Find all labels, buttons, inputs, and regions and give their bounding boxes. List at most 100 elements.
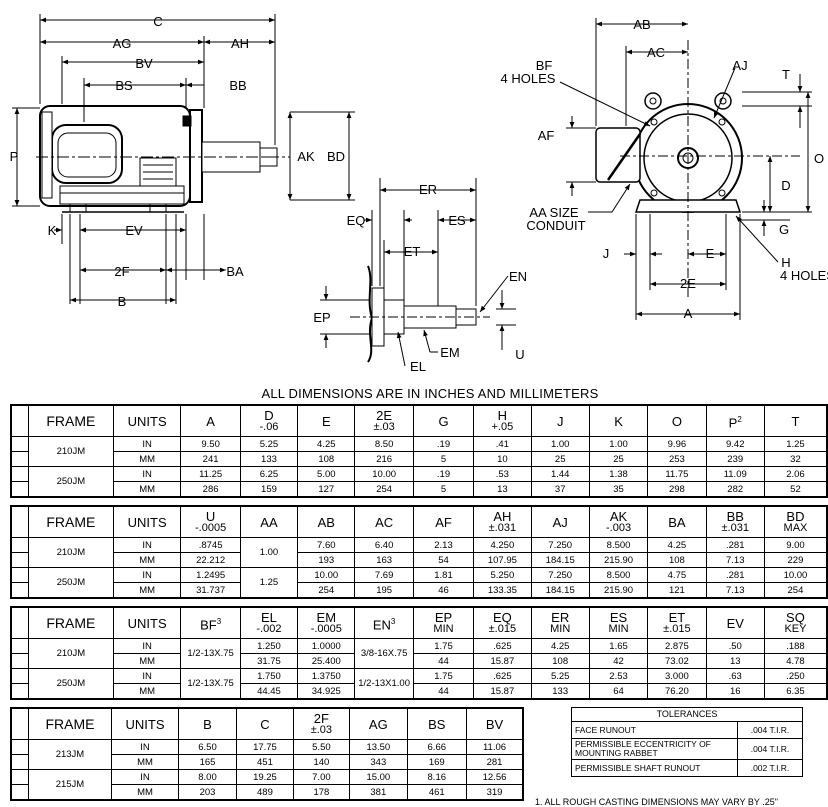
units-cell: MM: [112, 653, 182, 669]
value-cell: 1.750: [239, 668, 299, 684]
value-cell: 7.13: [705, 582, 765, 599]
dim-label-ag: AG: [113, 36, 132, 51]
header-ag: AG: [349, 707, 408, 740]
value-cell: 8.500: [588, 537, 649, 553]
end-view: [559, 18, 812, 320]
dim-label-b: B: [118, 294, 127, 309]
table-row: MM 203 489 178 381 461 319: [10, 784, 524, 801]
value-cell: 2.13: [412, 537, 475, 553]
value-cell: 229: [763, 552, 828, 568]
tolerance-value: .004 T.I.R.: [737, 721, 803, 739]
value-cell: 1/2-13X1.00: [354, 668, 414, 700]
dim-label-bd: BD: [327, 149, 345, 164]
dimensions-caption: ALL DIMENSIONS ARE IN INCHES AND MILLIME…: [261, 386, 599, 401]
tolerance-row: PERMISSIBLE ECCENTRICITY OF MOUNTING RAB…: [571, 738, 803, 760]
header-a: A: [180, 404, 241, 437]
value-cell: 1.75: [412, 668, 475, 684]
table-row: 250JM IN 11.25 6.25 5.00 10.00 .19 .53 1…: [10, 466, 828, 498]
header-2f: 2F±.03: [292, 707, 351, 740]
value-cell: 163: [354, 552, 414, 568]
value-cell: 9.42: [705, 436, 765, 452]
tolerances-title: TOLERANCES: [571, 707, 803, 722]
value-cell: 381: [349, 784, 408, 801]
dim-label-2e: 2E: [680, 276, 696, 291]
value-cell: 184.15: [530, 582, 590, 599]
dim-label-bf: BF: [536, 58, 553, 73]
header-ab: AB: [297, 505, 356, 538]
value-cell: 4.25: [530, 638, 590, 654]
value-cell: 108: [647, 552, 707, 568]
units-cell: IN: [112, 436, 182, 452]
row-gap: [10, 404, 29, 437]
dim-label-aj: AJ: [732, 58, 747, 73]
header-et: ET±.015: [647, 606, 707, 639]
header-p-note: 2: [737, 414, 742, 424]
value-cell: 16: [705, 683, 765, 700]
header-ep-tol: MIN: [433, 623, 454, 635]
value-cell: 2.53: [588, 668, 649, 684]
value-cell: 6.35: [763, 683, 828, 700]
value-cell: 2.06: [763, 466, 828, 482]
value-cell: 2.875: [647, 638, 707, 654]
dim-label-o: O: [814, 151, 824, 166]
header-2f-name: 2F: [313, 711, 329, 726]
dimension-table-2: FRAME UNITS U-.0005 AA AB AC AF AH±.031 …: [10, 505, 828, 599]
header-p-name: P: [728, 415, 738, 431]
header-j: J: [530, 404, 590, 437]
header-key-name: KEY: [784, 623, 807, 635]
dim-label-er: ER: [419, 182, 437, 197]
value-cell: 1.00: [239, 537, 299, 568]
side-view: [12, 14, 355, 304]
value-cell: 286: [180, 481, 241, 498]
header-o: O: [647, 404, 707, 437]
tolerance-value: .002 T.I.R.: [737, 759, 803, 777]
value-cell: 4.78: [763, 653, 828, 669]
value-cell: 19.25: [236, 769, 294, 785]
tolerance-label: PERMISSIBLE ECCENTRICITY OF MOUNTING RAB…: [571, 738, 738, 760]
header-frame: FRAME: [27, 606, 114, 639]
table-row: 250JM IN 1/2-13X.75 1.750 1.3750 1/2-13X…: [10, 668, 828, 700]
value-cell: 1.2495: [180, 567, 241, 583]
tolerance-row: PERMISSIBLE SHAFT RUNOUT .002 T.I.R.: [571, 759, 803, 777]
dimension-table-4: FRAME UNITS B C 2F±.03 AG BS BV 213JM IN…: [10, 707, 524, 801]
row-gap: [10, 683, 29, 700]
header-ah: AH±.031: [473, 505, 532, 538]
value-cell: 3.000: [647, 668, 707, 684]
header-bd-tol: MAX: [783, 522, 808, 534]
header-es-tol: MIN: [608, 623, 629, 635]
dim-label-g: G: [779, 222, 789, 237]
value-cell: 7.00: [292, 769, 351, 785]
frame-cell: 210JM: [27, 436, 114, 467]
value-cell: 5: [412, 481, 475, 498]
value-cell: 9.50: [180, 436, 241, 452]
value-cell: 25: [530, 451, 590, 467]
value-cell: 1.38: [588, 466, 649, 482]
header-sq-name: SQ: [786, 610, 805, 625]
value-cell: 215.90: [588, 552, 649, 568]
value-cell: 9.00: [763, 537, 828, 553]
header-b: B: [177, 707, 238, 740]
value-cell: 34.925: [297, 683, 356, 700]
units-cell: MM: [111, 754, 179, 770]
value-cell: 343: [349, 754, 408, 770]
value-cell: .188: [763, 638, 828, 654]
row-gap: [10, 653, 29, 669]
value-cell: 35: [588, 481, 649, 498]
dim-label-bs: BS: [115, 78, 133, 93]
value-cell: 12.56: [466, 769, 524, 785]
value-cell: 44: [412, 683, 475, 700]
header-bb-name: BB: [726, 509, 744, 524]
header-bf-name: BF: [200, 617, 217, 633]
value-cell: 10.00: [354, 466, 414, 482]
value-cell: 4.25: [647, 537, 707, 553]
motor-dimension-drawing: C AG AH BV BS BB P AK BD K EV 2F BA B ER…: [10, 14, 828, 374]
value-cell: 15.00: [349, 769, 408, 785]
value-cell: 13: [473, 481, 532, 498]
value-cell: 133: [239, 451, 299, 467]
value-cell: .50: [705, 638, 765, 654]
header-eq-tol: ±.015: [488, 623, 517, 635]
dimension-table-1: FRAME UNITS A D-.06 E 2E±.03 G H+.05 J K…: [10, 404, 828, 498]
